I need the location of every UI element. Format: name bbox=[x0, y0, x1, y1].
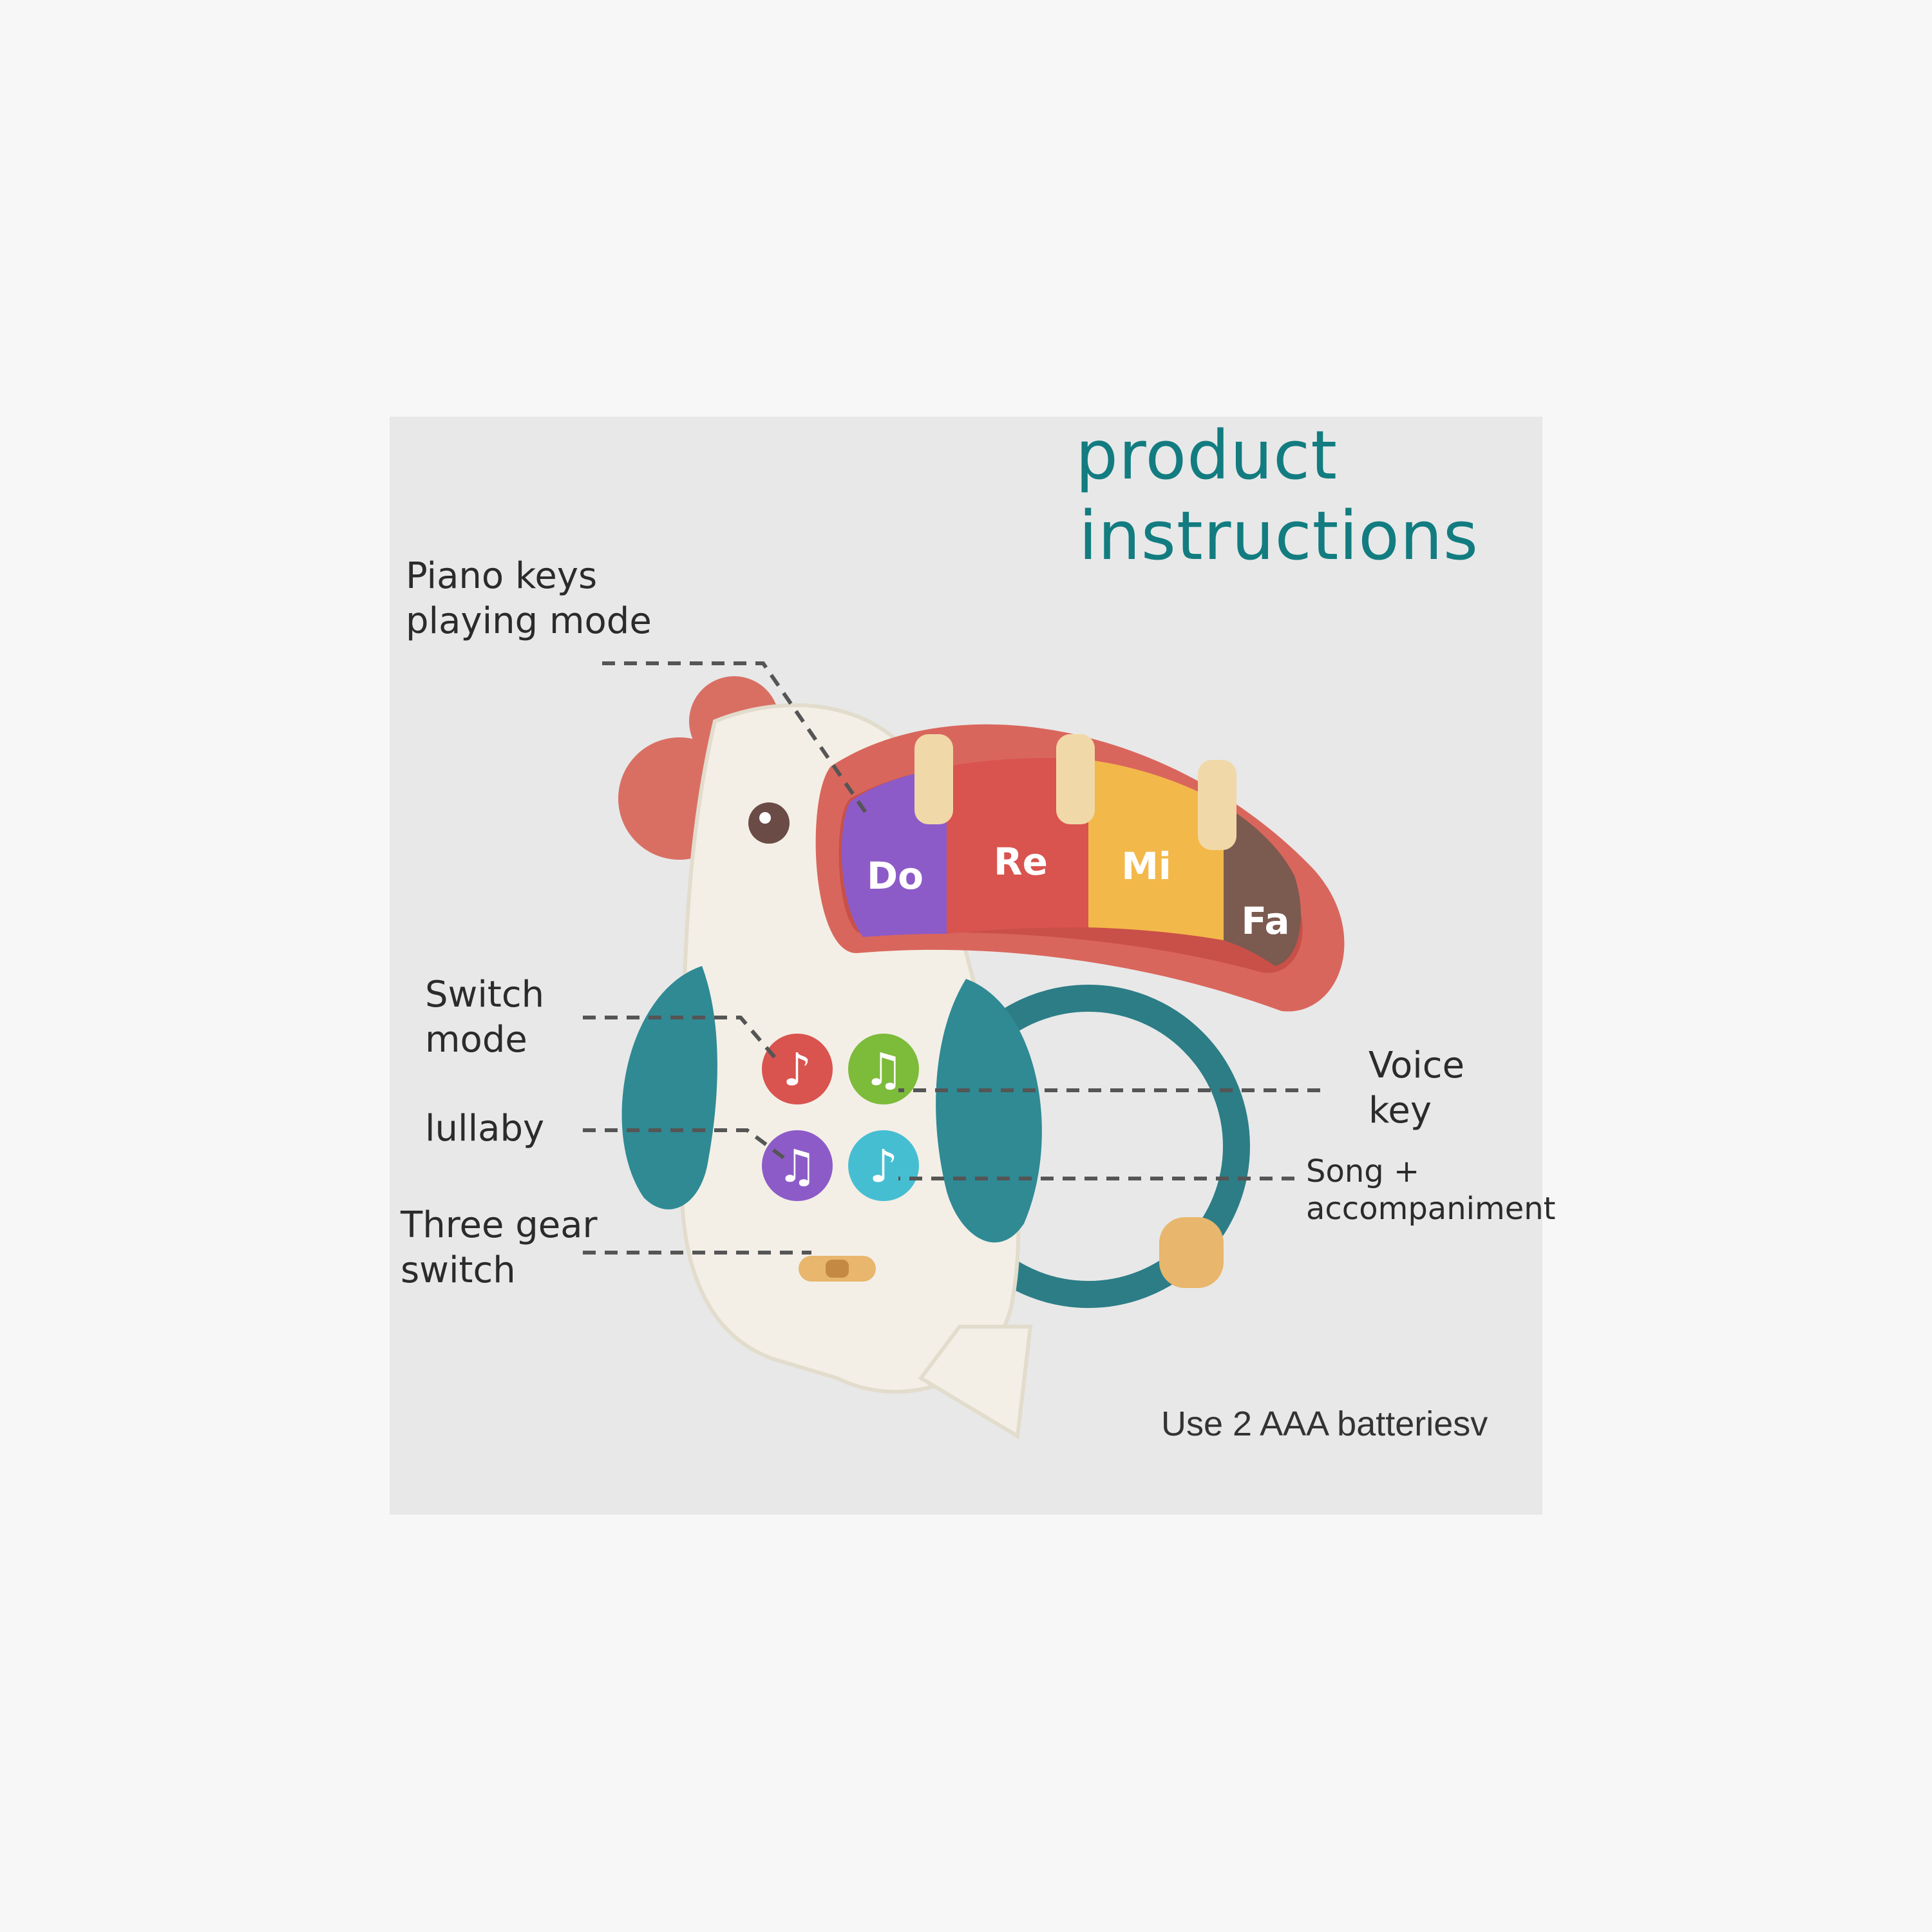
music-note-red-button[interactable] bbox=[762, 1034, 833, 1104]
sharp-key-1[interactable] bbox=[914, 734, 953, 824]
title-line-2: instructions bbox=[1079, 497, 1479, 575]
key-do-label: Do bbox=[867, 854, 923, 898]
key-fa-label: Fa bbox=[1241, 899, 1289, 943]
right-wing bbox=[936, 979, 1042, 1243]
music-note-purple-button[interactable] bbox=[762, 1130, 833, 1201]
label-three-gear: Three gear switch bbox=[401, 1204, 598, 1291]
music-note-icon: ♪ bbox=[869, 1140, 898, 1193]
eye bbox=[748, 802, 790, 844]
music-note-icon: ♫ bbox=[777, 1140, 818, 1193]
leader-lines bbox=[583, 661, 1320, 1255]
ring-bead bbox=[1159, 1217, 1224, 1288]
label-voice-key: Voice key bbox=[1368, 1045, 1465, 1132]
music-note-green-button[interactable] bbox=[848, 1034, 919, 1104]
music-note-icon: ♪ bbox=[783, 1043, 812, 1096]
key-mi[interactable] bbox=[1088, 760, 1224, 940]
title-line-1: product bbox=[1075, 416, 1338, 495]
music-note-cyan-button[interactable] bbox=[848, 1130, 919, 1201]
battery-note: Use 2 AAA batteriesv bbox=[1161, 1405, 1488, 1443]
label-switch-mode: Switch mode bbox=[425, 974, 545, 1061]
left-wing bbox=[621, 966, 717, 1209]
label-piano-keys: Piano keys playing mode bbox=[406, 555, 652, 642]
key-re-label: Re bbox=[994, 840, 1048, 884]
label-song-accompaniment: Song + accompaniment bbox=[1306, 1153, 1556, 1227]
sharp-key-2[interactable] bbox=[1056, 734, 1095, 824]
key-fa[interactable] bbox=[1224, 805, 1301, 966]
key-mi-label: Mi bbox=[1121, 844, 1171, 888]
sharp-key-3[interactable] bbox=[1198, 760, 1236, 850]
label-lullaby: lullaby bbox=[425, 1108, 545, 1150]
tail bbox=[918, 1325, 1033, 1439]
music-note-icon: ♫ bbox=[864, 1043, 904, 1096]
key-re[interactable] bbox=[947, 758, 1088, 934]
